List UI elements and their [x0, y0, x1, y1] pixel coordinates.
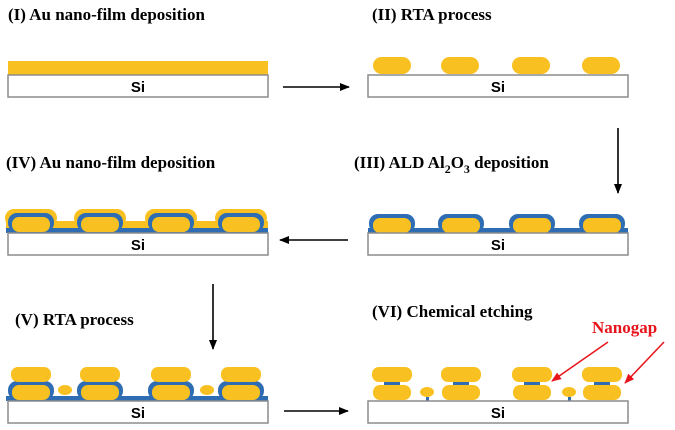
au-gap-particle [562, 387, 576, 397]
au-island [222, 385, 260, 400]
si-label: Si [491, 237, 505, 254]
au-island [442, 385, 480, 400]
au-island [373, 57, 411, 74]
si-substrate [367, 232, 629, 256]
step-2-diagram: Si [367, 57, 629, 98]
au-gap-particle [58, 385, 72, 395]
au-top-island [80, 367, 120, 382]
nanogap-arrow [551, 341, 609, 382]
au-film [6, 221, 268, 230]
au-island [513, 218, 551, 233]
au-island [12, 217, 50, 232]
au-top-island [221, 367, 261, 382]
step-5-title: (V) RTA process [15, 310, 134, 329]
nanogap-label: Nanogap [592, 318, 657, 337]
au-island [441, 57, 479, 74]
au-island [373, 385, 411, 400]
step-6-title: (VI) Chemical etching [372, 302, 533, 321]
au-island [222, 217, 260, 232]
au-island [513, 385, 551, 400]
si-substrate [367, 74, 629, 98]
nanogap-annotation: Nanogap [551, 318, 665, 384]
si-label: Si [131, 405, 145, 422]
al2o3-pillar [384, 380, 400, 386]
al2o3-layer [6, 228, 268, 233]
si-label: Si [491, 79, 505, 96]
au-top-island [582, 367, 622, 382]
au-film [8, 61, 268, 75]
au-gap-particle [420, 387, 434, 397]
au-island [81, 217, 119, 232]
au-island [12, 385, 50, 400]
al2o3-pillar [594, 380, 610, 386]
au-top-island [11, 367, 51, 382]
al2o3-stub [426, 397, 429, 401]
al2o3-pillar [524, 380, 540, 386]
step-5-diagram: Si [6, 367, 269, 424]
al2o3-pillar [453, 380, 469, 386]
step-4-diagram: Si [5, 209, 269, 256]
al2o3-layer [6, 396, 268, 401]
si-label: Si [131, 79, 145, 96]
au-top-island [441, 367, 481, 382]
al2o3-layer [368, 228, 628, 233]
si-substrate [7, 400, 269, 424]
al2o3-stub [568, 397, 571, 401]
nanogap-arrow [624, 341, 665, 384]
au-island [152, 385, 190, 400]
step-1-diagram: Si [7, 61, 269, 98]
au-island [582, 57, 620, 74]
step-2-title: (II) RTA process [372, 5, 492, 24]
au-gap-particle [200, 385, 214, 395]
step-3-title: (III) ALD Al2O3 deposition [354, 153, 549, 176]
si-label: Si [131, 237, 145, 254]
step-6-diagram: Si [367, 367, 629, 424]
si-substrate [7, 74, 269, 98]
au-top-island [372, 367, 412, 382]
si-substrate [7, 232, 269, 256]
au-top-island [151, 367, 191, 382]
au-island [81, 385, 119, 400]
au-island [442, 218, 480, 233]
si-substrate [367, 400, 629, 424]
au-island [583, 385, 621, 400]
au-island [583, 218, 621, 233]
si-label: Si [491, 405, 505, 422]
step-1-title: (I) Au nano-film deposition [8, 5, 205, 24]
step-3-diagram: Si [367, 214, 629, 256]
au-top-island [512, 367, 552, 382]
au-island [152, 217, 190, 232]
au-island [512, 57, 550, 74]
au-island [373, 218, 411, 233]
step-4-title: (IV) Au nano-film deposition [6, 153, 216, 172]
